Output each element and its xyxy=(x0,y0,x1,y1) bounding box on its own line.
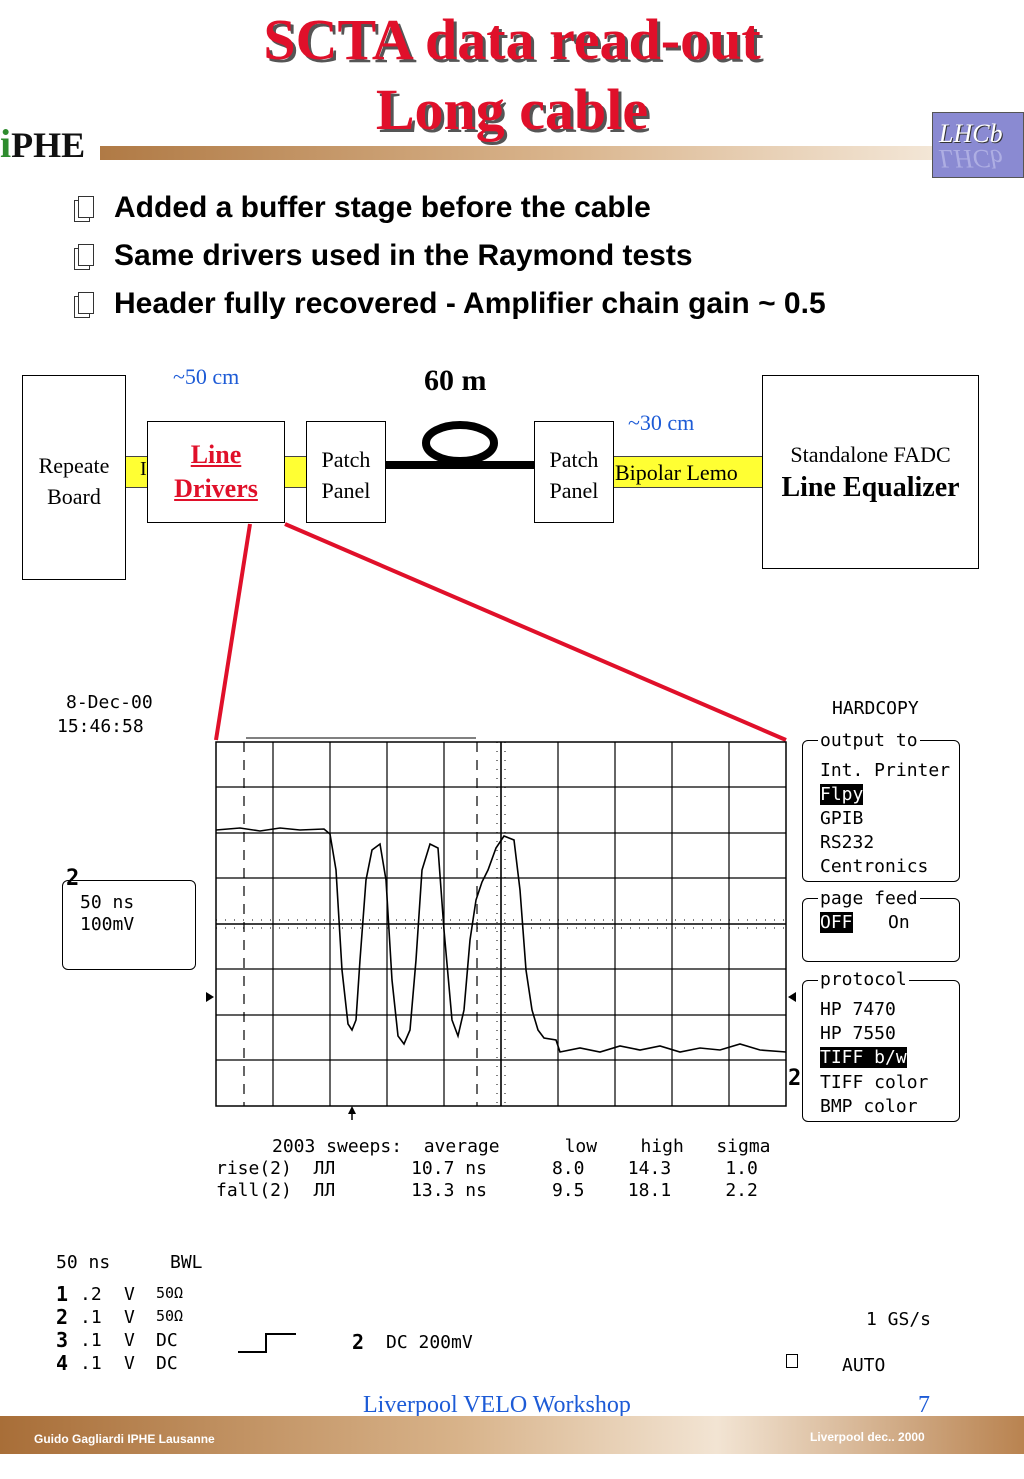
stats-rise: rise(2) ЛЛ 10.7 ns 8.0 14.3 1.0 xyxy=(216,1158,758,1179)
iphe-logo-i: i xyxy=(0,121,12,166)
protocol-title: protocol xyxy=(818,969,909,990)
channel-info-box xyxy=(62,880,196,970)
ch4-coupling: DC xyxy=(156,1353,178,1374)
hardcopy-title: HARDCOPY xyxy=(832,698,919,719)
yellow-cable-right xyxy=(612,456,766,488)
ch2-num: 2 xyxy=(56,1305,69,1329)
document-icon xyxy=(72,194,96,222)
ch4-num: 4 xyxy=(56,1351,69,1375)
header-bar xyxy=(100,146,932,160)
page-feed-title: page feed xyxy=(818,888,920,909)
repeater-board-box: Repeate Board xyxy=(22,375,126,580)
bullet-text-2: Same drivers used in the Raymond tests xyxy=(114,239,693,272)
bullet-text-3: Header fully recovered - Amplifier chain… xyxy=(114,287,826,320)
bipolar-lemo-label: Bipolar Lemo xyxy=(615,460,738,485)
document-icon xyxy=(72,290,96,318)
cable-60m-icon xyxy=(386,421,534,469)
trigger-channel: 2 xyxy=(352,1330,365,1354)
stats-fall: fall(2) ЛЛ 13.3 ns 9.5 18.1 2.2 xyxy=(216,1180,758,1201)
patch-left-line2: Panel xyxy=(321,478,371,503)
scope-screen xyxy=(206,737,796,1120)
protocol-bmp-color[interactable]: BMP color xyxy=(820,1096,918,1117)
patch-panel-right-box: Patch Panel xyxy=(534,421,614,523)
line-drivers-box: Line Drivers xyxy=(147,421,285,523)
footer-author: Guido Gagliardi IPHE Lausanne xyxy=(34,1432,215,1446)
trigger-mode: AUTO xyxy=(842,1355,886,1376)
iphe-logo: iPHE xyxy=(0,112,104,176)
distance-left-label: ~50 cm xyxy=(173,364,240,389)
ch3-num: 3 xyxy=(56,1328,69,1352)
iphe-logo-text: PHE xyxy=(11,125,86,165)
footer-bar xyxy=(0,1416,1024,1454)
lhcb-logo: LHCb LHCb xyxy=(932,112,1024,178)
channel-marker: 2 xyxy=(66,866,80,891)
footer-date: Liverpool dec.. 2000 xyxy=(810,1430,925,1444)
ch1-coupling: 50Ω xyxy=(156,1284,184,1302)
ch1-unit: V xyxy=(124,1284,135,1305)
lhcb-logo-text: LHCb xyxy=(939,119,1003,148)
stats-header: 2003 sweeps: average low high sigma xyxy=(272,1136,771,1157)
page-feed-off[interactable]: OFF xyxy=(820,912,853,933)
scope-date: 8-Dec-00 xyxy=(66,692,153,713)
ch2-coupling: 50Ω xyxy=(156,1307,184,1325)
ch3-coupling: DC xyxy=(156,1330,178,1351)
output-gpib[interactable]: GPIB xyxy=(820,808,864,829)
page-number: 7 xyxy=(918,1392,930,1418)
patch-right-line1: Patch xyxy=(549,447,599,472)
cable-length-label: 60 m xyxy=(424,364,487,397)
protocol-tiff-color[interactable]: TIFF color xyxy=(820,1072,929,1093)
slide-title-line1: SCTA data read-out xyxy=(263,7,761,72)
ch2-unit: V xyxy=(124,1307,135,1328)
protocol-hp7470[interactable]: HP 7470 xyxy=(820,999,896,1020)
channel-vdiv: 100mV xyxy=(80,914,135,935)
ch2-scale: .1 xyxy=(80,1307,102,1328)
repeater-line1: Repeate xyxy=(38,453,110,478)
fadc-box: Standalone FADC Line Equalizer xyxy=(762,375,979,569)
distance-right-label: ~30 cm xyxy=(628,410,695,435)
ch4-unit: V xyxy=(124,1353,135,1374)
protocol-tiff-bw[interactable]: TIFF b/w xyxy=(820,1047,907,1068)
ch1-num: 1 xyxy=(56,1282,69,1306)
output-flpy[interactable]: Flpy xyxy=(820,784,864,805)
bullet-text-1: Added a buffer stage before the cable xyxy=(114,191,651,224)
yellow-cable-left-label: I xyxy=(140,458,147,480)
ch3-unit: V xyxy=(124,1330,135,1351)
repeater-line2: Board xyxy=(47,484,101,509)
channel-timebase: 50 ns xyxy=(80,892,135,913)
bullet-3: Header fully recovered - Amplifier chain… xyxy=(72,284,826,324)
document-icon xyxy=(72,242,96,270)
patch-right-line2: Panel xyxy=(549,478,599,503)
page-feed-on[interactable]: On xyxy=(888,912,910,933)
patch-panel-left-box: Patch Panel xyxy=(306,421,386,523)
output-rs232[interactable]: RS232 xyxy=(820,832,875,853)
line-drivers-line2: Drivers xyxy=(174,474,258,503)
bottom-timebase: 50 ns xyxy=(56,1252,111,1273)
patch-left-line1: Patch xyxy=(321,447,371,472)
ch3-scale: .1 xyxy=(80,1330,102,1351)
slide-title-line2: Long cable xyxy=(375,77,649,142)
fadc-line1: Standalone FADC xyxy=(790,442,951,467)
ch4-scale: .1 xyxy=(80,1353,102,1374)
bullet-1: Added a buffer stage before the cable xyxy=(72,188,651,228)
bottom-bwl: BWL xyxy=(170,1252,203,1273)
acquisition-status-icon xyxy=(786,1354,798,1368)
sample-rate: 1 GS/s xyxy=(866,1309,932,1330)
trigger-setting: DC 200mV xyxy=(386,1332,473,1353)
protocol-hp7550[interactable]: HP 7550 xyxy=(820,1023,896,1044)
ch1-scale: .2 xyxy=(80,1284,102,1305)
output-int-printer[interactable]: Int. Printer xyxy=(820,760,951,781)
trigger-edge-icon xyxy=(238,1333,296,1353)
bullet-2: Same drivers used in the Raymond tests xyxy=(72,236,693,276)
output-centronics[interactable]: Centronics xyxy=(820,856,929,877)
output-to-title: output to xyxy=(818,730,920,751)
right-channel-marker: 2 xyxy=(788,1066,802,1091)
workshop-label: Liverpool VELO Workshop xyxy=(363,1392,631,1418)
line-drivers-line1: Line xyxy=(190,440,242,469)
scope-time: 15:46:58 xyxy=(57,716,144,737)
fadc-line2: Line Equalizer xyxy=(781,472,960,503)
